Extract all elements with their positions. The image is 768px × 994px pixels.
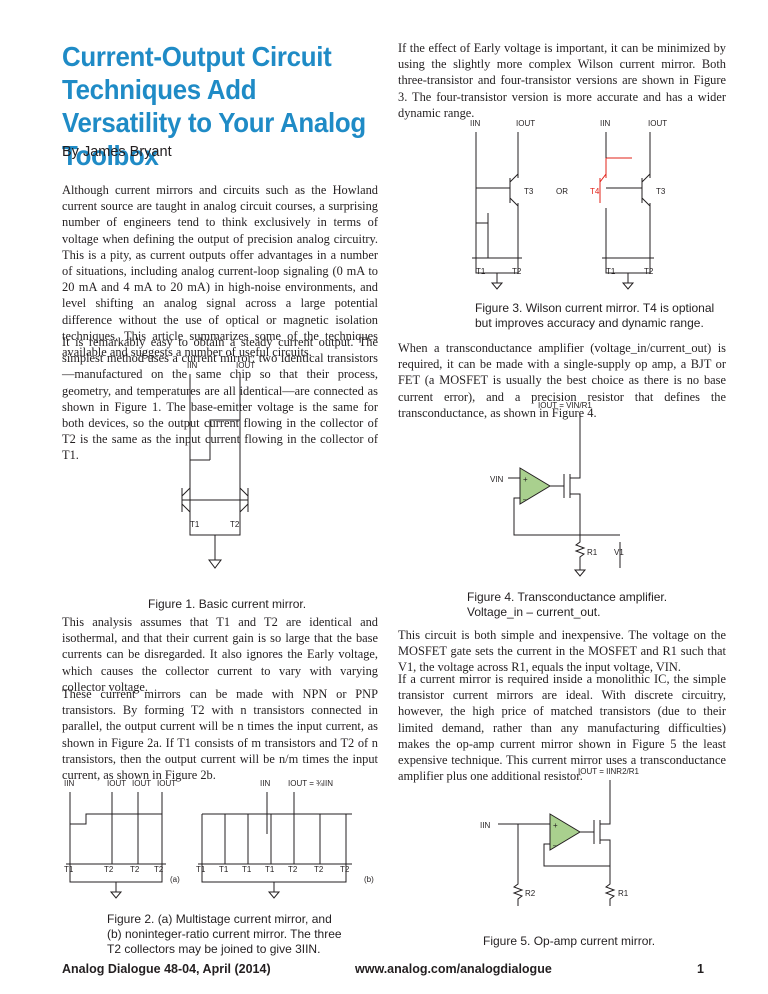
fig5-r2-label: R2	[525, 889, 536, 898]
fig3-t1-label: T1	[476, 267, 486, 276]
fig2a-t2-label-3: T2	[154, 865, 164, 874]
fig2-iout-label-b: IOUT = ¾IIN	[288, 779, 333, 788]
monolithic-paragraph: If a current mirror is required inside a…	[398, 672, 726, 784]
fig2-caption-line-2: (b) noninteger-ratio current mirror. The…	[107, 927, 342, 941]
article-title: Current-Output Circuit Techniques Add Ve…	[62, 41, 366, 171]
page-number: 1	[697, 962, 704, 976]
fig4-minus-label: –	[523, 495, 528, 504]
figure-4-diagram: IOUT = VIN/R1 VIN + – R1 V1	[490, 401, 624, 577]
figure-2-caption: Figure 2. (a) Multistage current mirror,…	[107, 912, 377, 957]
fig1-iout-label: IOUT	[236, 361, 255, 370]
assumptions-paragraph: This analysis assumes that T1 and T2 are…	[62, 615, 378, 694]
fig3-t2-label-2: T2	[644, 267, 654, 276]
fig2b-t1-label-4: T1	[265, 865, 275, 874]
fig2-iin-label-b: IIN	[260, 779, 270, 788]
figure-5-caption: Figure 5. Op-amp current mirror.	[483, 934, 656, 948]
fig5-iin-label: IIN	[480, 821, 490, 830]
fig3-t1-label-2: T1	[606, 267, 616, 276]
figure-3-caption: Figure 3. Wilson current mirror. T4 is o…	[475, 301, 735, 331]
fig3-t3-label: T3	[524, 187, 534, 196]
fig2b-t1-label-3: T1	[242, 865, 252, 874]
fig3-t3-label-2: T3	[656, 187, 666, 196]
fig2-caption-line-1: Figure 2. (a) Multistage current mirror,…	[107, 912, 332, 926]
fig3-iin-label-2: IIN	[600, 119, 610, 128]
fig4-vin-label: VIN	[490, 475, 504, 484]
footer-publication: Analog Dialogue 48-04, April (2014)	[62, 962, 271, 976]
fig2-iout-label-2: IOUT	[132, 779, 151, 788]
fig5-iout-label: IOUT = IINR2/R1	[578, 767, 640, 776]
fig5-minus-label: –	[553, 841, 558, 850]
current-mirror-paragraph: It is remarkably easy to obtain a steady…	[62, 335, 378, 463]
fig3-t2-label: T2	[512, 267, 522, 276]
byline: By James Bryant	[62, 144, 172, 160]
fig2b-t2-label-2: T2	[314, 865, 324, 874]
fig5-r1-label: R1	[618, 889, 629, 898]
fig1-t2-label: T2	[230, 520, 240, 529]
fig3-or-label: OR	[556, 187, 568, 196]
fig5-plus-label: +	[553, 821, 558, 830]
figure-3-diagram: IIN IOUT T3 T1 T2 OR IIN IOUT T4 T3 T1 T…	[470, 119, 667, 290]
fig4-v1-label: V1	[614, 548, 624, 557]
fig4-plus-label: +	[523, 475, 528, 484]
fig3-caption-line-2: but improves accuracy and dynamic range.	[475, 316, 704, 330]
fig1-t1-label: T1	[190, 520, 200, 529]
fig2a-t1-label: T1	[64, 865, 74, 874]
wilson-paragraph: If the effect of Early voltage is import…	[398, 41, 726, 120]
footer-url[interactable]: www.analog.com/analogdialogue	[355, 962, 552, 976]
fig3-t4-label: T4	[590, 187, 600, 196]
fig2-b-label: (b)	[364, 875, 374, 884]
fig2b-t1-label-1: T1	[196, 865, 206, 874]
fig3-iout-label: IOUT	[516, 119, 535, 128]
fig2b-t2-label-1: T2	[288, 865, 298, 874]
fig1-iin-label: IIN	[187, 361, 197, 370]
fig2b-t1-label-2: T1	[219, 865, 229, 874]
fig2-a-label: (a)	[170, 875, 180, 884]
fig3-iout-label-2: IOUT	[648, 119, 667, 128]
fig4-caption-line-1: Figure 4. Transconductance amplifier.	[467, 590, 668, 604]
fig3-iin-label: IIN	[470, 119, 480, 128]
fig2-iout-label-1: IOUT	[107, 779, 126, 788]
fig2-iout-label-3: IOUT	[157, 779, 176, 788]
figure-4-caption: Figure 4. Transconductance amplifier. Vo…	[467, 590, 727, 620]
fig3-caption-line-1: Figure 3. Wilson current mirror. T4 is o…	[475, 301, 715, 315]
fig4-r1-label: R1	[587, 548, 598, 557]
fig4-caption-line-2: Voltage_in – current_out.	[467, 605, 601, 619]
figure-1-caption: Figure 1. Basic current mirror.	[148, 597, 307, 611]
fig2a-t2-label-2: T2	[130, 865, 140, 874]
fig2b-t2-label-3: T2	[340, 865, 350, 874]
fig4-iout-label: IOUT = VIN/R1	[538, 401, 592, 410]
simple-circuit-paragraph: This circuit is both simple and inexpens…	[398, 628, 726, 675]
fig2-iin-label: IIN	[64, 779, 74, 788]
fig2-caption-line-3: T2 collectors may be joined to give 3IIN…	[107, 942, 321, 956]
transconductance-paragraph: When a transconductance amplifier (volta…	[398, 341, 726, 420]
npn-pnp-paragraph: These current mirrors can be made with N…	[62, 687, 378, 783]
figure-1-diagram: IIN IOUT T1 T2	[181, 361, 255, 569]
figure-2-diagram: IIN IOUT IOUT IOUT T1 T2 T2 T2 (a) IIN I…	[64, 779, 374, 899]
fig2a-t2-label-1: T2	[104, 865, 114, 874]
intro-paragraph: Although current mirrors and circuits su…	[62, 183, 378, 360]
figure-5-diagram: IOUT = IINR2/R1 IIN + – R2 R1	[480, 767, 640, 906]
